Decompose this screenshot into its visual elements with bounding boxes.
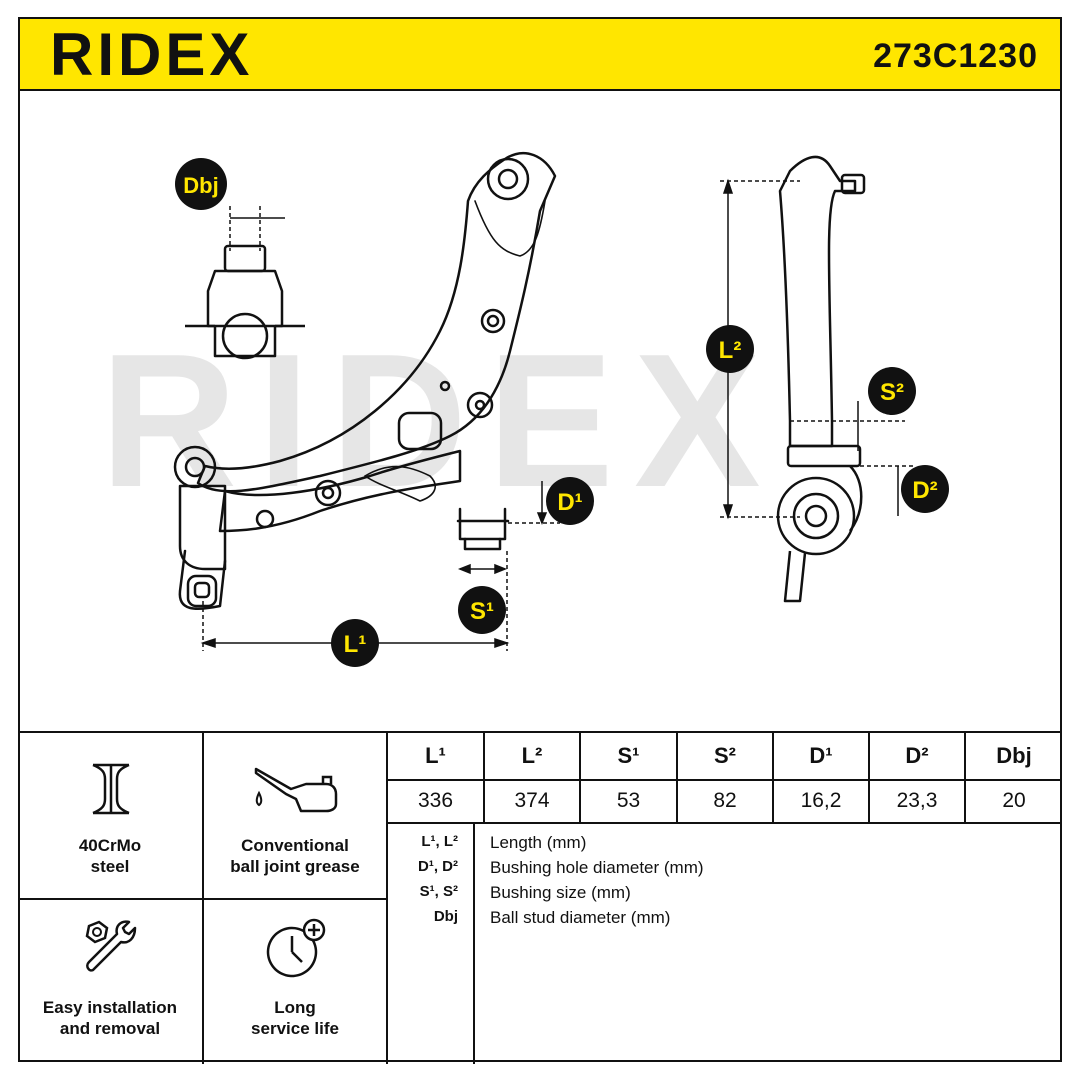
legend-key: D¹, D²: [418, 858, 458, 875]
feature-label: Conventional ball joint grease: [230, 836, 360, 876]
clock-plus-icon: [266, 918, 326, 978]
table-divider: [772, 733, 774, 822]
label-badge-l1: L¹: [331, 619, 379, 667]
table-header-cell: D¹: [809, 743, 833, 768]
svg-text:S¹: S¹: [470, 598, 494, 625]
feature-steel: 40CrMo steel: [18, 733, 204, 898]
table-value-cell: 23,3: [896, 789, 938, 812]
svg-text:S²: S²: [880, 379, 904, 406]
feature-label: 40CrMo steel: [78, 836, 142, 876]
label-badge-l2: L²: [706, 325, 754, 373]
table-header-cell: L¹: [425, 743, 446, 768]
feature-grease: Conventional ball joint grease: [204, 733, 388, 898]
table-value-cell: 20: [1002, 789, 1026, 812]
label-badge-d1: D¹: [546, 477, 594, 525]
table-divider: [388, 779, 1062, 781]
table-header-cell: S²: [714, 743, 736, 768]
table-value-cell: 336: [417, 789, 454, 812]
legend-divider: [473, 822, 475, 1064]
technical-drawing: RIDEX: [100, 151, 949, 667]
legend-description: Bushing size (mm): [490, 883, 631, 902]
table-header-cell: L²: [521, 743, 543, 768]
svg-text:L¹: L¹: [344, 631, 367, 658]
brand-logo: RIDEX: [50, 21, 254, 88]
table-divider: [868, 733, 870, 822]
table-divider: [579, 733, 581, 822]
label-badge-s1: S¹: [458, 586, 506, 634]
table-divider: [388, 822, 1062, 824]
svg-text:D²: D²: [912, 477, 937, 504]
table-header-cell: S¹: [617, 743, 640, 768]
table-divider: [483, 733, 485, 822]
legend-keys: L¹, L² D¹, D² S¹, S² Dbj: [388, 833, 458, 953]
legend-description: Length (mm): [490, 833, 587, 852]
label-badge-d2: D²: [901, 465, 949, 513]
label-badge-s2: S²: [868, 367, 916, 415]
svg-text:L²: L²: [719, 337, 742, 364]
table-value-cell: 374: [514, 789, 550, 812]
table-header-cell: Dbj: [996, 743, 1032, 768]
feature-installation: Easy installation and removal: [18, 900, 204, 1064]
dimensions-table: L¹ L² S¹ S² D¹ D² Dbj 336 374 53 82 16,2…: [388, 733, 1062, 1064]
i-beam-icon: [92, 763, 130, 815]
grease-oiler-icon: [254, 767, 338, 813]
svg-text:D¹: D¹: [557, 489, 582, 516]
feature-label: Easy installation and removal: [42, 998, 178, 1038]
feature-divider: [18, 898, 388, 900]
svg-text:Dbj: Dbj: [183, 173, 218, 198]
label-badge-dbj: Dbj: [175, 158, 227, 210]
table-divider: [964, 733, 966, 822]
legend-key: L¹, L²: [421, 833, 458, 850]
feature-service-life: Long service life: [204, 900, 388, 1064]
table-value-cell: 82: [713, 789, 737, 812]
header-bar: RIDEX 273C1230: [18, 17, 1062, 91]
table-divider: [676, 733, 678, 822]
part-number: 273C1230: [873, 37, 1038, 75]
wrench-nut-icon: [85, 920, 137, 972]
table-value-cell: 16,2: [800, 789, 842, 812]
control-arm-outline: [196, 151, 557, 493]
table-header-cell: D²: [905, 743, 929, 768]
feature-label: Long service life: [251, 998, 339, 1038]
legend-description: Bushing hole diameter (mm): [490, 858, 704, 877]
legend-description: Ball stud diameter (mm): [490, 908, 671, 927]
control-arm-inner: [474, 200, 546, 257]
legend-key: Dbj: [433, 908, 458, 925]
legend-key: S¹, S²: [419, 883, 458, 900]
specs-panel: 40CrMo steel Conventional ball joint gre…: [18, 731, 1062, 1064]
table-value-cell: 53: [616, 789, 641, 812]
